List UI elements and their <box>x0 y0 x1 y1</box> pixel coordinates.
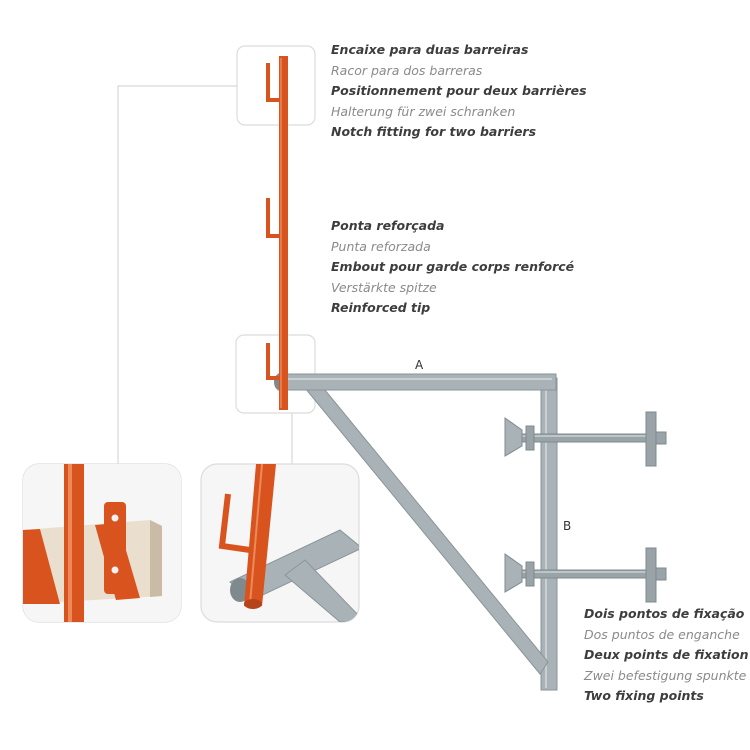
caption-notch-line2: Racor para dos barreras <box>331 62 483 78</box>
caption-fixing-line1: Dois pontos de fixação <box>584 606 745 621</box>
caption-reinforced-tip: Ponta reforçada Punta reforzada Embout p… <box>331 216 574 319</box>
orange-post <box>279 56 288 410</box>
caption-fixing-line5: Two fixing points <box>584 688 704 704</box>
caption-notch-line4: Halterung für zwei schranken <box>331 103 516 119</box>
connector-line-left <box>117 85 237 464</box>
caption-fixing-line3: Deux points de fixation <box>584 647 749 663</box>
caption-notch-line1: Encaixe para duas barreiras <box>331 42 529 57</box>
caption-tip-line5: Reinforced tip <box>331 300 431 316</box>
caption-notch-fitting: Encaixe para duas barreiras Racor para d… <box>331 40 587 143</box>
label-b: B <box>563 519 572 533</box>
vertical-tube-b <box>540 377 558 691</box>
label-a: A <box>415 358 424 372</box>
caption-notch-line5: Notch fitting for two barriers <box>331 124 537 140</box>
detail-photo-tip <box>200 463 360 623</box>
fixing-bolt-top <box>504 411 667 467</box>
fixing-bolt-bottom <box>504 547 667 603</box>
caption-tip-line3: Embout pour garde corps renforcé <box>331 259 575 275</box>
caption-fixing-line4: Zwei befestigung spunkte <box>584 667 747 683</box>
caption-fixing-points: Dois pontos de fixação Dos puntos de eng… <box>584 604 749 707</box>
caption-tip-line2: Punta reforzada <box>331 238 431 254</box>
notch-hooks <box>266 63 280 380</box>
detail-photo-barrier <box>22 463 182 623</box>
caption-tip-line4: Verstärkte spitze <box>331 279 437 295</box>
horizontal-tube-a <box>277 373 557 391</box>
caption-tip-line1: Ponta reforçada <box>331 218 445 233</box>
callout-box-top <box>236 45 316 126</box>
caption-notch-line3: Positionnement pour deux barrières <box>331 83 587 99</box>
caption-fixing-line2: Dos puntos de enganche <box>584 626 740 642</box>
